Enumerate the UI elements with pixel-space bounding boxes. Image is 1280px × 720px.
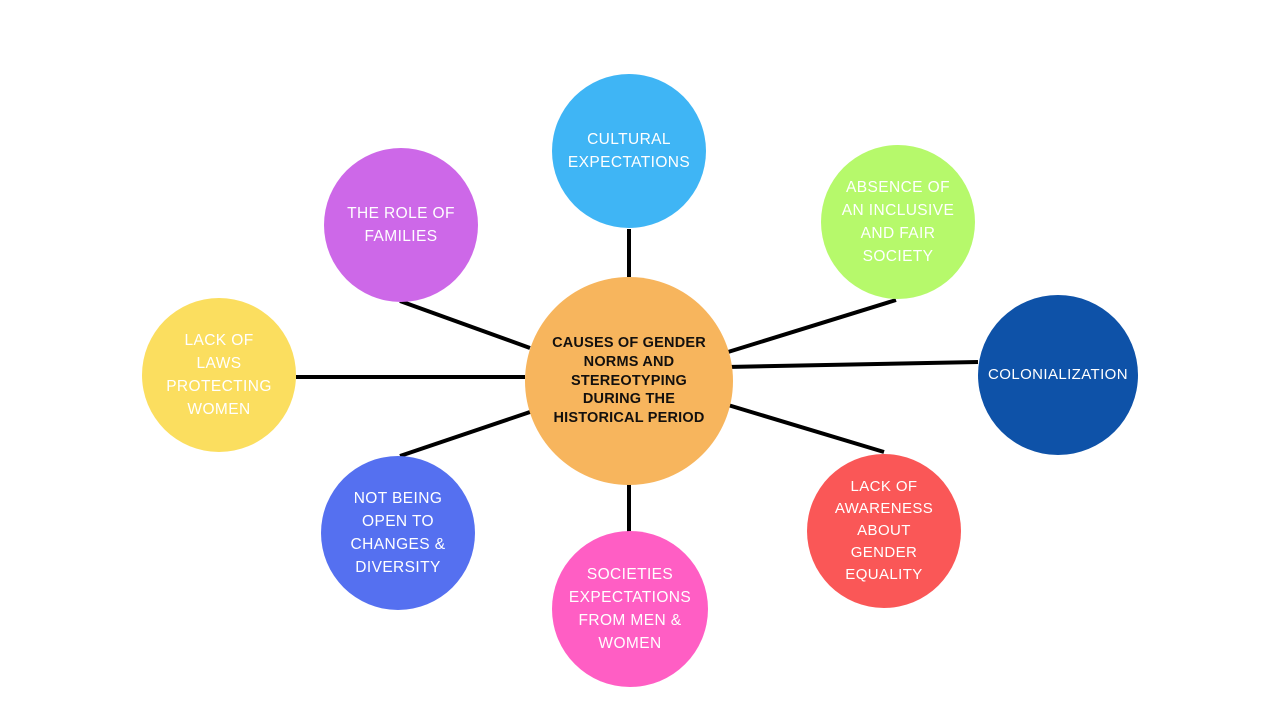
node-absence-of-an-inclusive-and-fair-society[interactable]: ABSENCE OF AN INCLUSIVE AND FAIR SOCIETY — [821, 145, 975, 299]
node-societies-expectations-from-men-and-women[interactable]: SOCIETIES EXPECTATIONS FROM MEN & WOMEN — [552, 531, 708, 687]
node-causes-of-gender-norms[interactable]: CAUSES OF GENDER NORMS AND STEREOTYPING … — [525, 277, 733, 485]
node-label-societies-expectations-from-men-and-women: SOCIETIES EXPECTATIONS FROM MEN & WOMEN — [568, 566, 692, 652]
node-label-colonialization: COLONIALIZATION — [988, 366, 1128, 383]
edge-colonialization — [726, 360, 979, 369]
node-label-cultural-expectations: CULTURAL EXPECTATIONS — [567, 131, 691, 171]
edge-lack-of-awareness-about-gender-equality — [727, 403, 885, 454]
node-lack-of-awareness-about-gender-equality[interactable]: LACK OF AWARENESS ABOUT GENDER EQUALITY — [807, 454, 961, 608]
node-the-role-of-families[interactable]: THE ROLE OF FAMILIES — [324, 148, 478, 302]
node-colonialization[interactable]: COLONIALIZATION — [978, 295, 1138, 455]
node-cultural-expectations[interactable]: CULTURAL EXPECTATIONS — [552, 74, 706, 228]
edge-the-role-of-families — [399, 299, 531, 350]
node-label-not-being-open-to-changes-and-diversity: NOT BEING OPEN TO CHANGES & DIVERSITY — [350, 490, 446, 576]
edge-not-being-open-to-changes-and-diversity — [399, 410, 531, 458]
node-not-being-open-to-changes-and-diversity[interactable]: NOT BEING OPEN TO CHANGES & DIVERSITY — [321, 456, 475, 610]
node-lack-of-laws-protecting-women[interactable]: LACK OF LAWS PROTECTING WOMEN — [142, 298, 296, 452]
edge-absence-of-an-inclusive-and-fair-society — [727, 298, 897, 354]
node-label-lack-of-awareness-about-gender-equality: LACK OF AWARENESS ABOUT GENDER EQUALITY — [834, 478, 934, 583]
node-label-the-role-of-families: THE ROLE OF FAMILIES — [347, 205, 455, 245]
node-label-absence-of-an-inclusive-and-fair-society: ABSENCE OF AN INCLUSIVE AND FAIR SOCIETY — [841, 179, 955, 265]
node-label-lack-of-laws-protecting-women: LACK OF LAWS PROTECTING WOMEN — [166, 332, 272, 418]
node-label-causes-of-gender-norms: CAUSES OF GENDER NORMS AND STEREOTYPING … — [552, 335, 706, 427]
